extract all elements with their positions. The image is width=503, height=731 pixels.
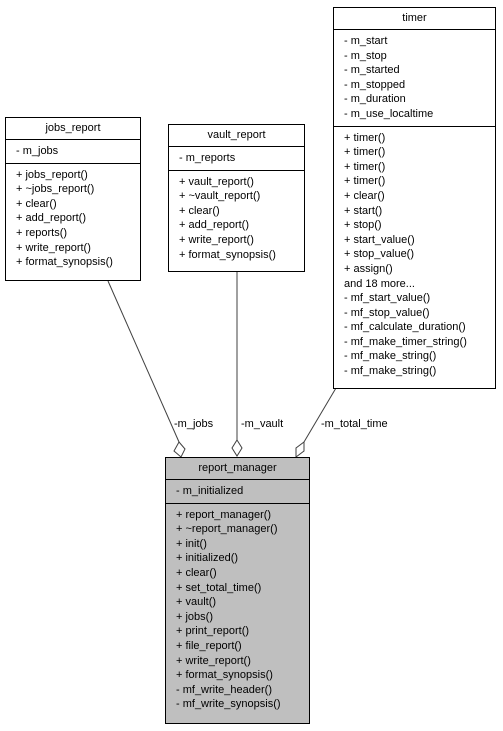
class-member: + format_synopsis() (179, 248, 276, 261)
class-member: + stop_value() (344, 248, 415, 261)
class-member: + init() (176, 537, 207, 550)
attributes-section: - m_start - m_stop - m_started- m_stopped -… (334, 30, 495, 127)
class-jobs-report[interactable]: jobs_report - m_jobs + jobs_report() + ~j… (5, 117, 141, 281)
class-member: + clear() (16, 197, 57, 210)
class-member: + reports() (16, 226, 68, 239)
edge-timer-line (303, 387, 337, 443)
methods-section: + timer()+ timer()+ timer()+ timer()+ cl… (334, 127, 495, 383)
class-member: - m_start (344, 35, 388, 47)
attributes-section: - m_jobs (6, 140, 140, 164)
class-member: + timer() (344, 146, 386, 159)
class-member: + file_report() (176, 639, 242, 652)
methods-section: + vault_report() + ~vault_report()+ clear… (169, 171, 304, 267)
class-member: + timer() (344, 160, 386, 173)
attributes-section: - m_reports (169, 147, 304, 171)
class-vault-report[interactable]: vault_report - m_reports + vault_report(… (168, 124, 305, 272)
class-member: + ~report_manager() (176, 523, 278, 536)
class-member: + vault() (176, 596, 217, 609)
edge-label-timer: -m_total_time (321, 418, 388, 430)
class-member: + initialized() (176, 552, 239, 565)
class-member: + report_manager() (176, 508, 272, 521)
class-title: vault_report (169, 125, 304, 147)
class-member: - mf_start_value() (344, 292, 431, 305)
class-member: - m_started (344, 64, 400, 77)
class-member: + print_report() (176, 625, 250, 638)
class-member: + write_report() (176, 654, 251, 667)
attributes-section: - m_initialized (166, 480, 309, 504)
class-member: - m_jobs (16, 145, 59, 157)
class-member: + clear() (179, 204, 220, 217)
aggregation-diamond-timer (295, 441, 305, 458)
class-report-manager[interactable]: report_manager - m_initialized + report_… (165, 457, 310, 724)
class-member: + write_report() (179, 233, 254, 246)
class-member: + timer() (344, 131, 386, 144)
class-member: + vault_report() (179, 175, 254, 188)
aggregation-diamond-vault (231, 439, 243, 457)
class-member: - mf_write_synopsis() (176, 698, 281, 711)
class-member: - m_duration (344, 93, 406, 106)
aggregation-diamond-jobs (173, 441, 186, 458)
class-member: + timer() (344, 175, 386, 188)
class-member: + add_report() (16, 212, 87, 225)
class-member: - m_stop (344, 49, 387, 62)
class-member: - m_initialized (176, 485, 244, 497)
class-member: + write_report() (16, 241, 91, 254)
class-member: + format_synopsis() (176, 669, 273, 682)
methods-section: + report_manager()+ ~report_manager()+ i… (166, 504, 309, 716)
class-member: + stop() (344, 219, 382, 232)
class-member: + jobs() (176, 610, 213, 623)
class-member: + start_value() (344, 233, 415, 246)
class-member: + format_synopsis() (16, 256, 113, 269)
class-member: + ~vault_report() (179, 190, 261, 203)
class-member: + clear() (176, 566, 217, 579)
edge-jobs-line (107, 280, 180, 443)
methods-section: + jobs_report() + ~jobs_report()+ clear()… (6, 164, 140, 274)
class-member: - m_stopped (344, 78, 406, 91)
class-title: jobs_report (6, 118, 140, 140)
class-member: - mf_calculate_duration() (344, 321, 466, 334)
class-member: + ~jobs_report() (16, 183, 95, 196)
class-member: + start() (344, 204, 383, 217)
class-member: - mf_make_string() (344, 350, 437, 363)
class-member: + jobs_report() (16, 168, 88, 181)
class-member: - mf_stop_value() (344, 306, 430, 319)
class-timer[interactable]: timer - m_start - m_stop - m_started- m_st… (333, 7, 496, 389)
class-member: - mf_make_string() (344, 365, 437, 378)
class-member: - m_use_localtime (344, 107, 434, 120)
edge-label-vault: -m_vault (241, 418, 283, 430)
class-member: + set_total_time() (176, 581, 262, 594)
class-title: timer (334, 8, 495, 30)
class-title: report_manager (166, 458, 309, 480)
class-member: - m_reports (179, 152, 236, 164)
class-member: and 18 more... (344, 277, 415, 290)
class-member: - mf_make_timer_string() (344, 335, 467, 348)
class-member: - mf_write_header() (176, 683, 272, 696)
edge-label-jobs: -m_jobs (174, 418, 214, 430)
class-member: + add_report() (179, 219, 250, 232)
class-member: + clear() (344, 189, 385, 202)
class-member: + assign() (344, 262, 393, 275)
